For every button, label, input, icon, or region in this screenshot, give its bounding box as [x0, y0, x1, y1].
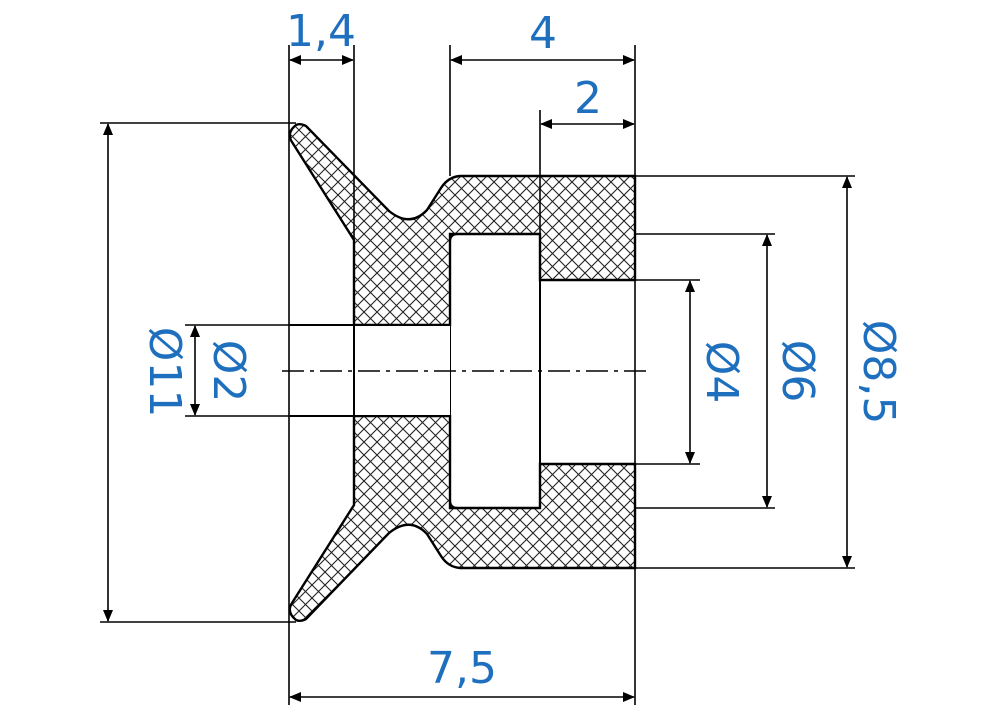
label-diameter-11: Ø11 — [139, 327, 190, 418]
upper-section — [288, 123, 637, 327]
extension-lines — [100, 45, 855, 705]
label-diameter-2: Ø2 — [203, 340, 254, 403]
dimension-lines — [103, 55, 852, 702]
dimension-labels: 1,4 4 2 Ø11 Ø2 Ø4 Ø6 Ø8,5 7,5 — [139, 6, 904, 694]
part-cross-section — [288, 123, 637, 622]
label-overall-length: 7,5 — [427, 643, 497, 694]
label-diameter-6: Ø6 — [772, 340, 823, 403]
label-diameter-4: Ø4 — [696, 341, 747, 404]
label-inner-step: 2 — [574, 73, 602, 124]
inner-cavity — [449, 233, 541, 509]
label-diameter-8-5: Ø8,5 — [853, 320, 904, 425]
label-cup-depth: 4 — [529, 8, 557, 59]
label-flange-thickness: 1,4 — [286, 6, 356, 57]
lower-section — [288, 414, 637, 622]
